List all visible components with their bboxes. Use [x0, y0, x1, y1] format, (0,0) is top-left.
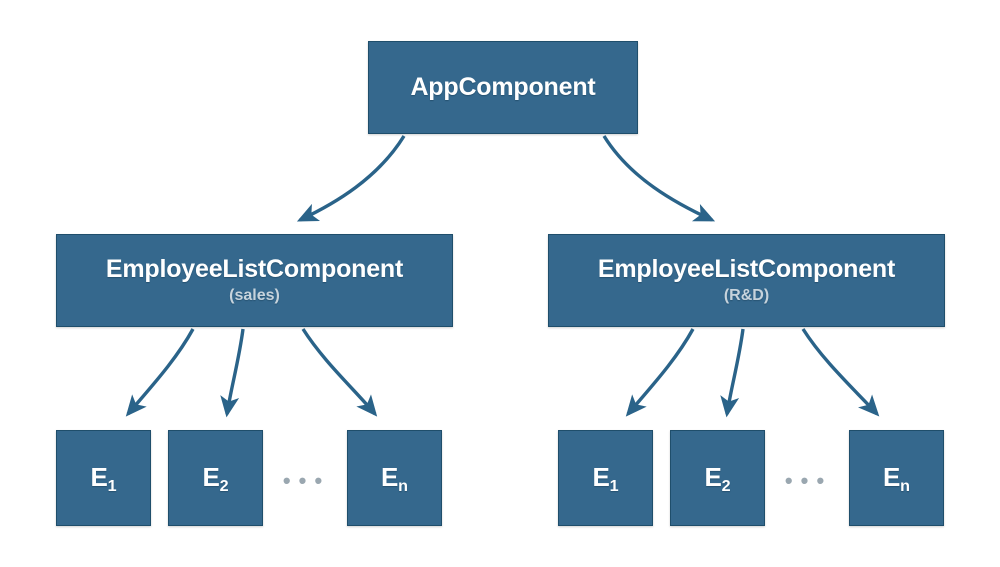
node-employee-sales-n-label: En: [381, 462, 408, 496]
node-employee-list-sales-subtitle: (sales): [229, 286, 280, 304]
edge-app-to-rnd: [602, 135, 716, 222]
node-employee-rnd-n-label: En: [883, 462, 910, 496]
ellipsis-rnd: • • •: [784, 468, 826, 493]
node-employee-rnd-1-label: E1: [592, 462, 619, 496]
node-app-component[interactable]: AppComponent: [368, 41, 638, 134]
node-employee-sales-1-label: E1: [90, 462, 117, 496]
node-employee-sales-n[interactable]: En: [347, 430, 442, 526]
node-employee-sales-2[interactable]: E2: [168, 430, 263, 526]
ellipsis-sales: • • •: [282, 468, 324, 493]
edge-rnd-to-e1: [625, 328, 695, 417]
node-employee-rnd-1[interactable]: E1: [558, 430, 653, 526]
node-app-component-label: AppComponent: [410, 73, 596, 102]
node-employee-rnd-n[interactable]: En: [849, 430, 944, 526]
node-employee-list-rnd-subtitle: (R&D): [723, 286, 770, 304]
node-employee-list-sales[interactable]: EmployeeListComponent (sales): [56, 234, 453, 327]
edge-rnd-to-en: [801, 328, 880, 417]
edge-sales-to-e2: [220, 328, 245, 418]
node-employee-list-rnd-label: EmployeeListComponent: [597, 255, 896, 284]
node-employee-sales-2-label: E2: [202, 462, 229, 496]
node-employee-rnd-2-label: E2: [704, 462, 731, 496]
node-employee-list-sales-label: EmployeeListComponent: [105, 255, 404, 284]
edge-rnd-to-e2: [720, 328, 745, 418]
node-employee-list-rnd[interactable]: EmployeeListComponent (R&D): [548, 234, 945, 327]
edge-sales-to-e1: [125, 328, 195, 417]
node-employee-sales-1[interactable]: E1: [56, 430, 151, 526]
edge-sales-to-en: [301, 328, 378, 417]
edge-app-to-sales: [296, 135, 406, 222]
node-employee-rnd-2[interactable]: E2: [670, 430, 765, 526]
